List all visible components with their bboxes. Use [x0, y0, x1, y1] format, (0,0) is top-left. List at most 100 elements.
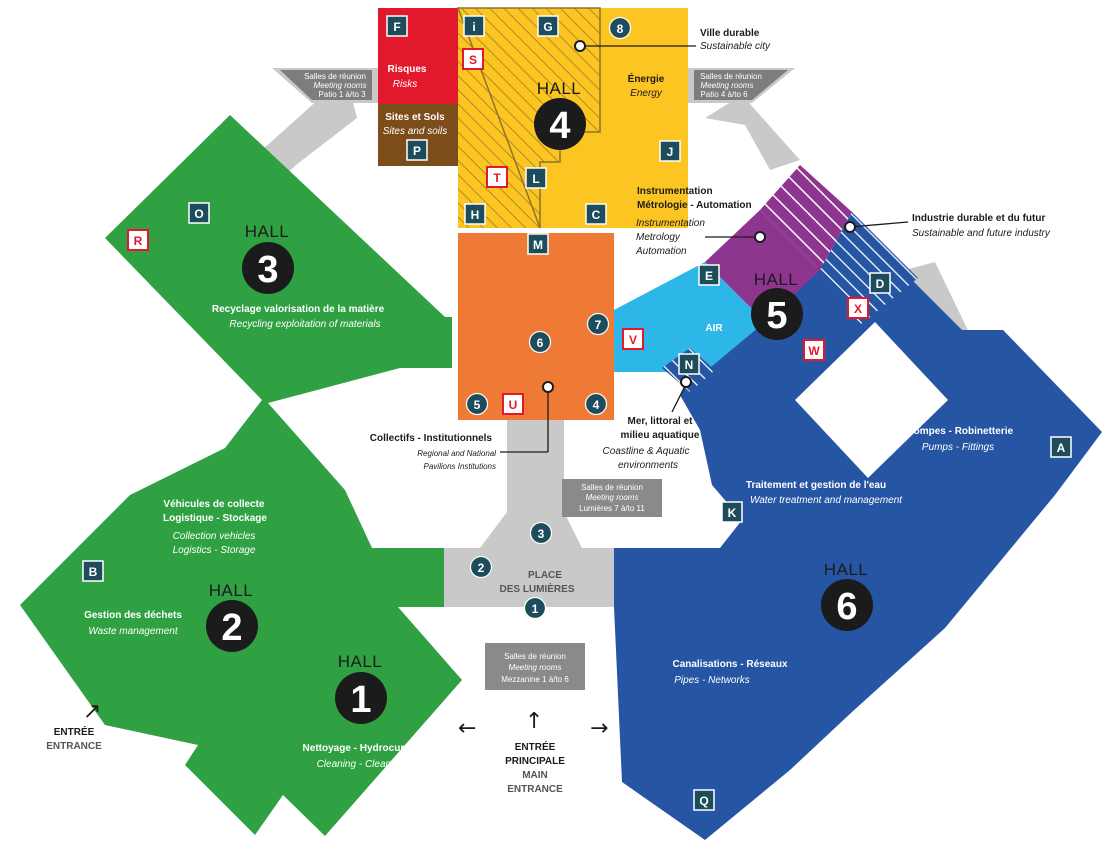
meeting-room-lumieres-7-11[interactable] [562, 479, 662, 517]
sector-letter-text: D [876, 277, 885, 291]
sector-letter-text: Q [699, 794, 708, 808]
sector-letter-S[interactable]: S [462, 48, 484, 70]
industrie-hatched-blue[interactable] [820, 212, 918, 325]
instrumentation-label-fr2: Métrologie - Automation [637, 200, 752, 211]
ville-marker [574, 40, 586, 52]
sector-letter-C[interactable]: C [585, 203, 607, 225]
sector-letter-F[interactable]: F [386, 15, 408, 37]
sector-letter-H[interactable]: H [464, 203, 486, 225]
air-zone[interactable] [614, 262, 765, 372]
sector-letter-U[interactable]: U [502, 393, 524, 415]
sector-letter-i[interactable]: i [463, 15, 485, 37]
sector-letter-W[interactable]: W [803, 339, 825, 361]
sector-letter-box [585, 203, 607, 225]
sector-letter-R[interactable]: R [127, 229, 149, 251]
mer-label-en1: Coastline & Aquatic [603, 446, 690, 457]
sector-letter-E[interactable]: E [698, 264, 720, 286]
sector-letter-box [462, 48, 484, 70]
sector-letter-box [502, 393, 524, 415]
numbered-point-text: 6 [537, 336, 544, 350]
hall-5-badge [751, 288, 803, 340]
hall-2-badge [206, 600, 258, 652]
sector-letter-K[interactable]: K [721, 501, 743, 523]
collectifs-label-en2: Pavilions Institutions [424, 462, 496, 471]
numbered-point-text: 2 [478, 561, 485, 575]
halls-5-6-area[interactable] [614, 238, 1102, 840]
main-entrance-en1: MAIN [522, 770, 548, 781]
sector-letter-box [82, 560, 104, 582]
sector-letter-M[interactable]: M [527, 233, 549, 255]
hall-6-word: HALL [824, 560, 869, 579]
instrumentation-label-en3: Automation [635, 246, 687, 257]
sector-letter-A[interactable]: A [1050, 436, 1072, 458]
numbered-point-circle [608, 16, 632, 40]
sector-letter-box [486, 166, 508, 188]
air-label: AIR [705, 323, 723, 334]
sector-letter-D[interactable]: D [869, 272, 891, 294]
nettoyage-label-fr: Nettoyage - Hydrocurage [303, 743, 422, 754]
numbered-point-circle [586, 312, 610, 336]
sector-letter-V[interactable]: V [622, 328, 644, 350]
sector-letter-text: M [533, 238, 543, 252]
sites-label-fr: Sites et Sols [385, 112, 445, 123]
sector-letter-L[interactable]: L [525, 167, 547, 189]
risques-label-fr: Risques [388, 64, 427, 75]
main-entrance-fr2: PRINCIPALE [505, 756, 565, 767]
sector-letter-box [622, 328, 644, 350]
numbered-point-2[interactable]: 2 [469, 555, 493, 579]
sector-letter-box [188, 202, 210, 224]
vehicules-label-fr2: Logistique - Stockage [163, 513, 267, 524]
industrie-hatched-purple[interactable] [760, 165, 852, 270]
sector-letter-J[interactable]: J [659, 140, 681, 162]
recyclage-label-en: Recycling exploitation of materials [229, 319, 380, 330]
mer-label-fr2: milieu aquatique [621, 430, 700, 441]
numbered-point-3[interactable]: 3 [529, 521, 553, 545]
canalisations-label-fr: Canalisations - Réseaux [672, 659, 787, 670]
numbered-point-5[interactable]: 5 [465, 392, 489, 416]
meeting-room-fr: Salles de réunion [304, 72, 366, 81]
mer-label-fr1: Mer, littoral et [627, 416, 693, 427]
dechets-label-en: Waste management [88, 626, 179, 637]
meeting-room-patio-1-3[interactable] [280, 70, 372, 100]
numbered-point-text: 1 [532, 602, 539, 616]
sector-letter-text: K [728, 506, 737, 520]
hall-4-badge [534, 98, 586, 150]
numbered-point-8[interactable]: 8 [608, 16, 632, 40]
meeting-room-patio-4-6[interactable] [694, 70, 788, 100]
meeting-room-mezzanine-1-6[interactable] [485, 643, 585, 690]
sector-letter-box [659, 140, 681, 162]
up-arrow-icon: ↑ [525, 709, 543, 734]
hall-2-number: 2 [221, 607, 242, 649]
halls-1-2-3-area[interactable] [20, 115, 462, 836]
hall-1-badge [335, 672, 387, 724]
sector-letter-G[interactable]: G [537, 15, 559, 37]
numbered-point-6[interactable]: 6 [528, 330, 552, 354]
sector-letter-box [847, 297, 869, 319]
sector-letter-text: O [194, 207, 203, 221]
sector-letter-P[interactable]: P [406, 139, 428, 161]
collectifs-label-en1: Regional and National [417, 449, 496, 458]
sector-letter-O[interactable]: O [188, 202, 210, 224]
ville-label-en: Sustainable city [700, 41, 771, 52]
sector-letter-text: W [808, 344, 820, 358]
canalisations-label-en: Pipes - Networks [674, 675, 750, 686]
sector-letter-N[interactable]: N [678, 353, 700, 375]
numbered-point-1[interactable]: 1 [523, 596, 547, 620]
sector-letter-B[interactable]: B [82, 560, 104, 582]
sector-letter-X[interactable]: X [847, 297, 869, 319]
sector-letter-text: R [134, 234, 143, 248]
meeting-room-fr: Salles de réunion [504, 652, 566, 661]
sector-letter-text: L [532, 172, 539, 186]
sector-letter-Q[interactable]: Q [693, 789, 715, 811]
meeting-room-en: Meeting rooms [586, 493, 639, 502]
meeting-room-en: Meeting rooms [701, 81, 754, 90]
sector-letter-box [678, 353, 700, 375]
sector-letter-text: G [543, 20, 552, 34]
sector-letter-text: T [493, 171, 501, 185]
numbered-point-7[interactable]: 7 [586, 312, 610, 336]
risques-label-en: Risks [393, 79, 417, 90]
nettoyage-label-en: Cleaning - Cleansing [317, 759, 410, 770]
sector-letter-T[interactable]: T [486, 166, 508, 188]
numbered-point-text: 7 [595, 318, 602, 332]
numbered-point-4[interactable]: 4 [584, 392, 608, 416]
